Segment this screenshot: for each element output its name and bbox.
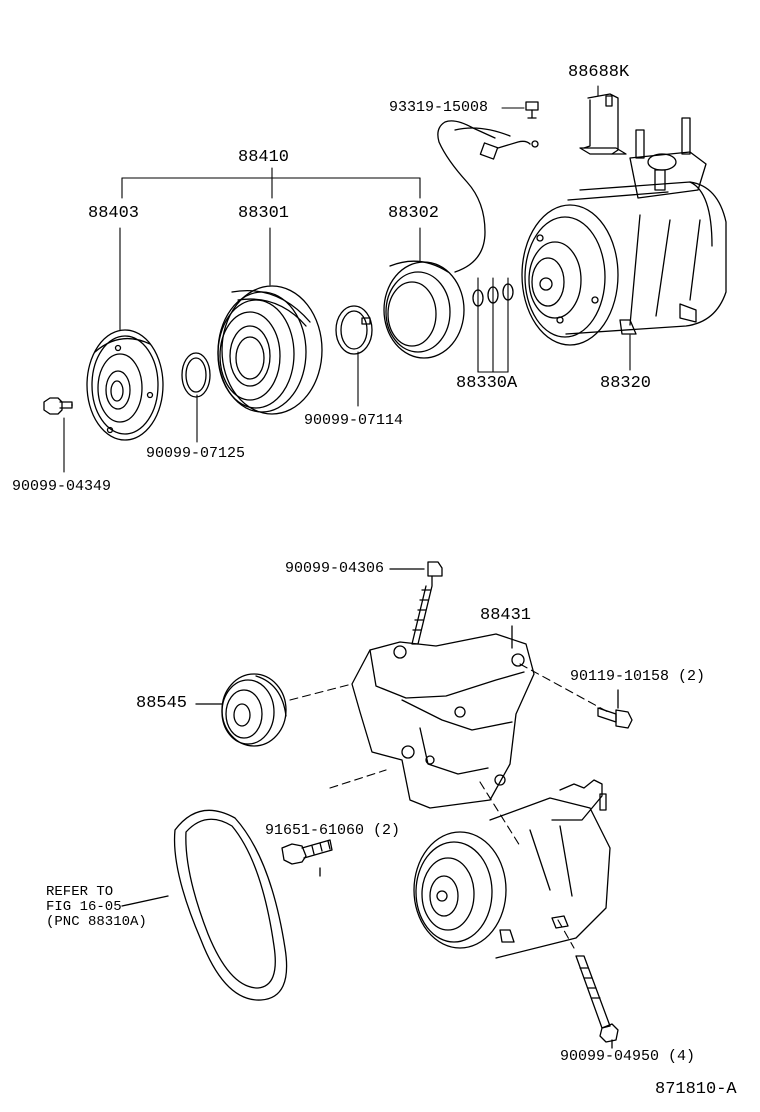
compressor-88320	[521, 117, 727, 346]
label-90099-04349: 90099-04349	[12, 478, 112, 495]
label-88330A: 88330A	[456, 374, 518, 393]
label-88403: 88403	[88, 204, 140, 223]
refer-line-2: FIG 16-05	[46, 899, 122, 915]
label-88431: 88431	[480, 606, 532, 625]
label-91651-61060: 91651-61060 (2)	[265, 822, 401, 839]
bolt-90099-04950	[575, 955, 619, 1049]
label-88410: 88410	[238, 148, 290, 167]
snap-ring-90099-07125	[181, 352, 211, 398]
label-88688K: 88688K	[568, 63, 630, 82]
label-90119-10158: 90119-10158 (2)	[570, 668, 706, 685]
clip-ring-90099-07114	[335, 305, 373, 355]
leader-lines-top	[63, 85, 631, 473]
alignment-dashes	[289, 663, 609, 949]
field-coil-88302	[383, 120, 539, 359]
compressor-bottom	[413, 779, 611, 959]
bracket-88688K	[579, 93, 627, 155]
pulley-88301	[217, 285, 323, 415]
bolt-90119-10158	[597, 689, 633, 729]
bolt-90099-04306	[389, 561, 443, 645]
label-88302: 88302	[388, 204, 440, 223]
label-90099-04950: 90099-04950 (4)	[560, 1048, 696, 1065]
refer-line-3: (PNC 88310A)	[46, 914, 147, 930]
label-88301: 88301	[238, 204, 290, 223]
label-88545: 88545	[136, 694, 188, 713]
label-90099-07114: 90099-07114	[304, 412, 404, 429]
bolt-93319-15008	[525, 101, 539, 119]
bolt-91651-61060	[281, 839, 333, 877]
bracket-88431	[351, 625, 535, 809]
idler-pulley-88545	[195, 673, 287, 747]
label-90099-04306: 90099-04306	[285, 560, 385, 577]
shims-88330A	[472, 283, 514, 307]
clutch-hub-88403	[86, 329, 164, 441]
label-93319-15008: 93319-15008	[389, 99, 489, 116]
refer-line-1: REFER TO	[46, 884, 114, 900]
v-belt	[121, 809, 288, 1001]
figure-code: 871810-A	[655, 1080, 737, 1099]
label-88320: 88320	[600, 374, 652, 393]
bolt-90099-04349	[43, 397, 73, 415]
label-90099-07125: 90099-07125	[146, 445, 246, 462]
